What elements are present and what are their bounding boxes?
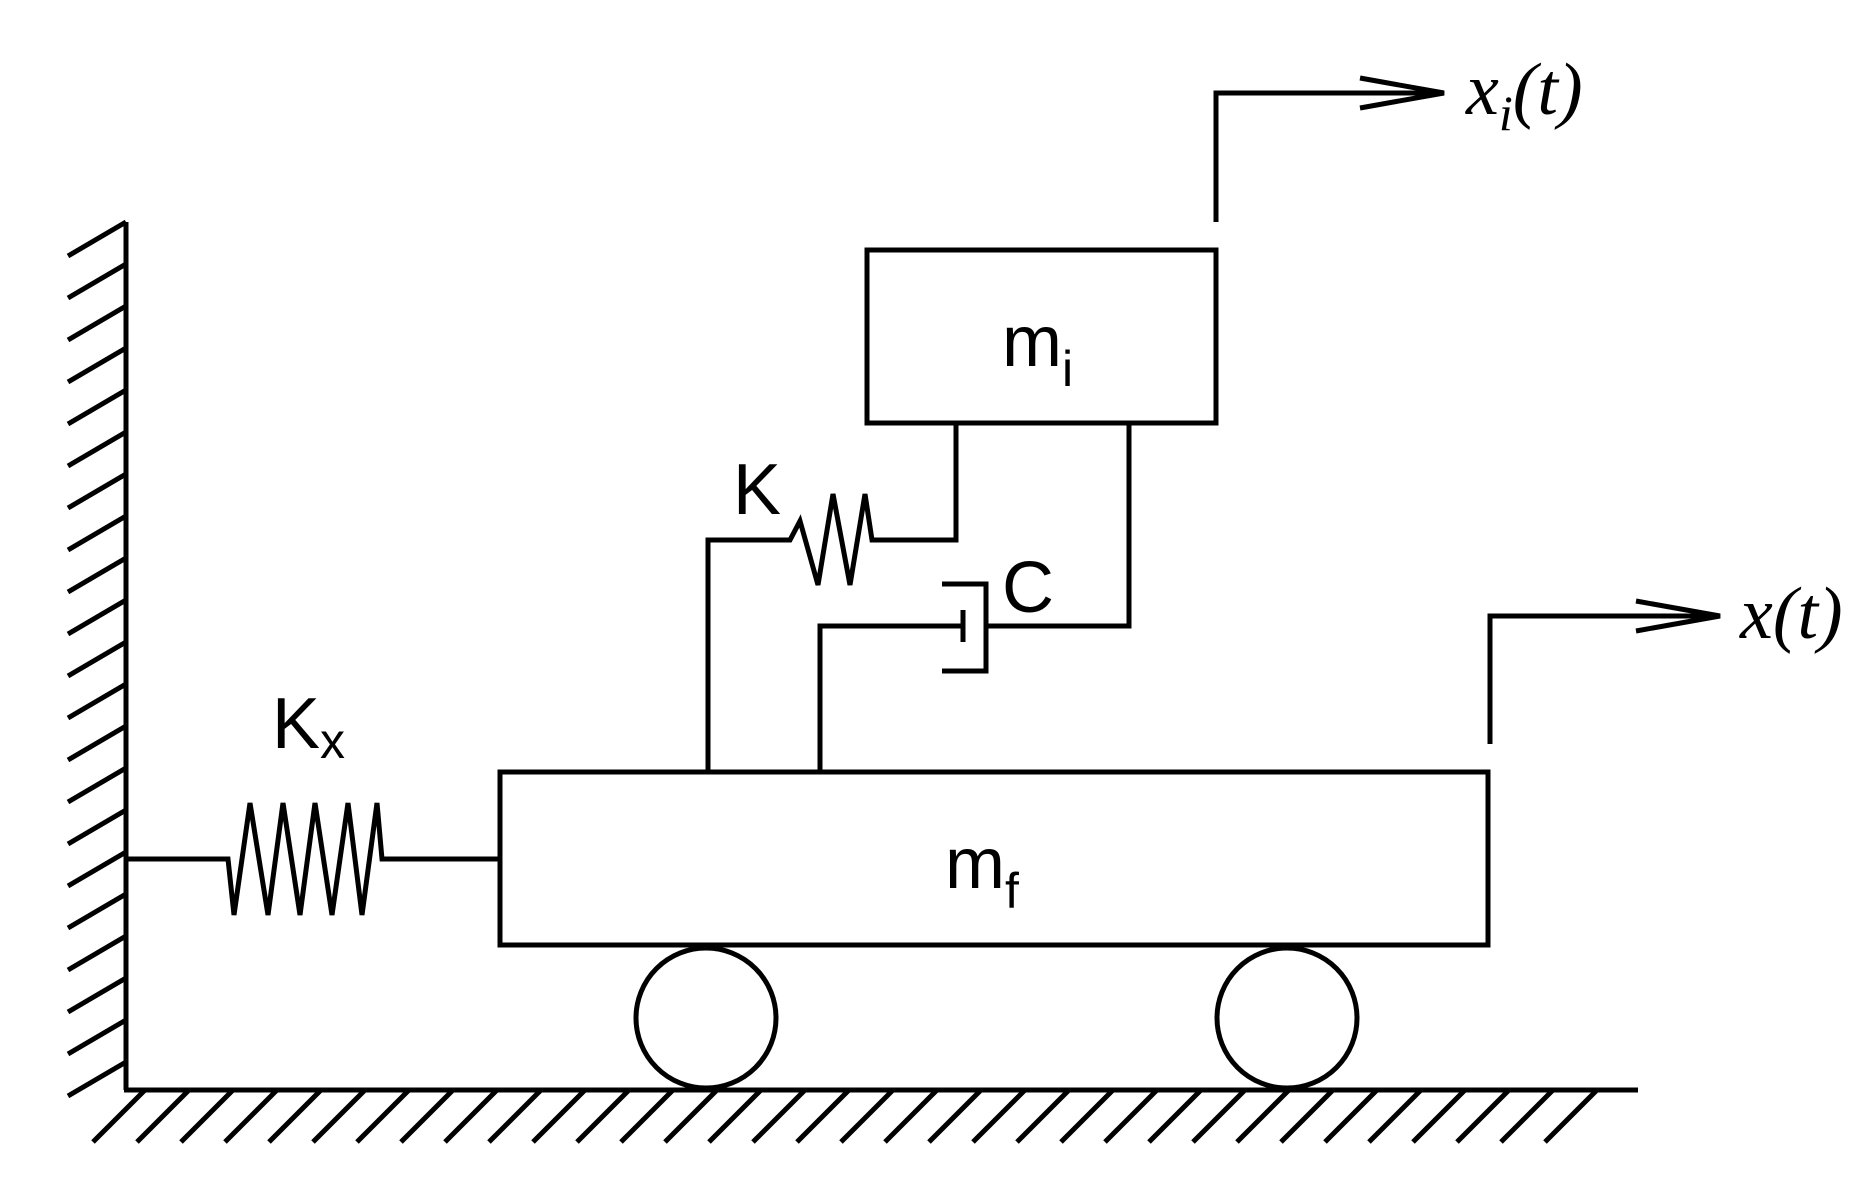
hatch-mark bbox=[1323, 1088, 1379, 1144]
hatch-mark bbox=[66, 639, 128, 679]
hatch-mark bbox=[66, 261, 128, 301]
hatch-mark bbox=[66, 933, 128, 973]
hatch-mark bbox=[531, 1088, 587, 1144]
label-kx: Kx bbox=[272, 684, 345, 769]
hatch-mark bbox=[66, 345, 128, 385]
hatch-mark bbox=[135, 1088, 191, 1144]
hatch-mark bbox=[1367, 1088, 1423, 1144]
hatch-mark bbox=[1543, 1088, 1599, 1144]
hatch-mark bbox=[311, 1088, 367, 1144]
hatch-mark bbox=[66, 723, 128, 763]
hatch-mark bbox=[927, 1088, 983, 1144]
label-xi-t: xi(t) bbox=[1465, 49, 1583, 141]
hatch-mark bbox=[619, 1088, 675, 1144]
label-x-t: x(t) bbox=[1739, 573, 1843, 655]
hatch-mark bbox=[66, 1017, 128, 1057]
hatch-mark bbox=[91, 1088, 147, 1144]
hatch-mark bbox=[971, 1088, 1027, 1144]
ground bbox=[91, 1087, 1638, 1144]
hatch-mark bbox=[1279, 1088, 1335, 1144]
hatch-mark bbox=[1015, 1088, 1071, 1144]
hatch-mark bbox=[1191, 1088, 1247, 1144]
hatch-mark bbox=[707, 1088, 763, 1144]
hatch-mark bbox=[1455, 1088, 1511, 1144]
hatch-mark bbox=[883, 1088, 939, 1144]
hatch-mark bbox=[1499, 1088, 1555, 1144]
spring-kx bbox=[126, 802, 500, 916]
hatch-mark bbox=[795, 1088, 851, 1144]
hatch-mark bbox=[66, 807, 128, 847]
mass-mf-block bbox=[497, 769, 1491, 948]
hatch-mark bbox=[66, 303, 128, 343]
hatch-mark bbox=[1059, 1088, 1115, 1144]
hatch-mark bbox=[66, 681, 128, 721]
label-c: C bbox=[1002, 548, 1054, 628]
arrow-x bbox=[1487, 598, 1721, 744]
hatch-mark bbox=[66, 849, 128, 889]
hatch-mark bbox=[1147, 1088, 1203, 1144]
hatch-mark bbox=[66, 513, 128, 553]
hatch-mark bbox=[66, 765, 128, 805]
hatch-mark bbox=[399, 1088, 455, 1144]
hatch-mark bbox=[751, 1088, 807, 1144]
hatch-mark bbox=[66, 429, 128, 469]
wall-hatching bbox=[66, 219, 128, 1099]
hatch-mark bbox=[66, 555, 128, 595]
label-mf: mf bbox=[945, 824, 1019, 919]
hatch-mark bbox=[66, 1059, 128, 1099]
hatch-mark bbox=[575, 1088, 631, 1144]
hatch-mark bbox=[1411, 1088, 1467, 1144]
label-k: K bbox=[733, 450, 781, 530]
hatch-mark bbox=[663, 1088, 719, 1144]
hatch-mark bbox=[443, 1088, 499, 1144]
mass-mi-block bbox=[864, 247, 1219, 426]
hatch-mark bbox=[66, 597, 128, 637]
hatch-mark bbox=[223, 1088, 279, 1144]
hatch-mark bbox=[355, 1088, 411, 1144]
label-mi: mi bbox=[1002, 302, 1073, 397]
hatch-mark bbox=[1103, 1088, 1159, 1144]
damper-c bbox=[817, 423, 1132, 772]
hatch-mark bbox=[1235, 1088, 1291, 1144]
hatch-mark bbox=[839, 1088, 895, 1144]
wheel-right bbox=[1214, 945, 1360, 1091]
hatch-mark bbox=[66, 387, 128, 427]
spring-k bbox=[705, 423, 959, 772]
hatch-mark bbox=[66, 219, 128, 259]
hatch-mark bbox=[66, 975, 128, 1015]
ground-hatching bbox=[91, 1088, 1599, 1144]
hatch-mark bbox=[66, 891, 128, 931]
hatch-mark bbox=[66, 471, 128, 511]
wheel-left bbox=[633, 945, 779, 1091]
wall bbox=[66, 219, 129, 1099]
hatch-mark bbox=[267, 1088, 323, 1144]
hatch-mark bbox=[487, 1088, 543, 1144]
arrow-xi bbox=[1213, 75, 1445, 222]
hatch-mark bbox=[179, 1088, 235, 1144]
